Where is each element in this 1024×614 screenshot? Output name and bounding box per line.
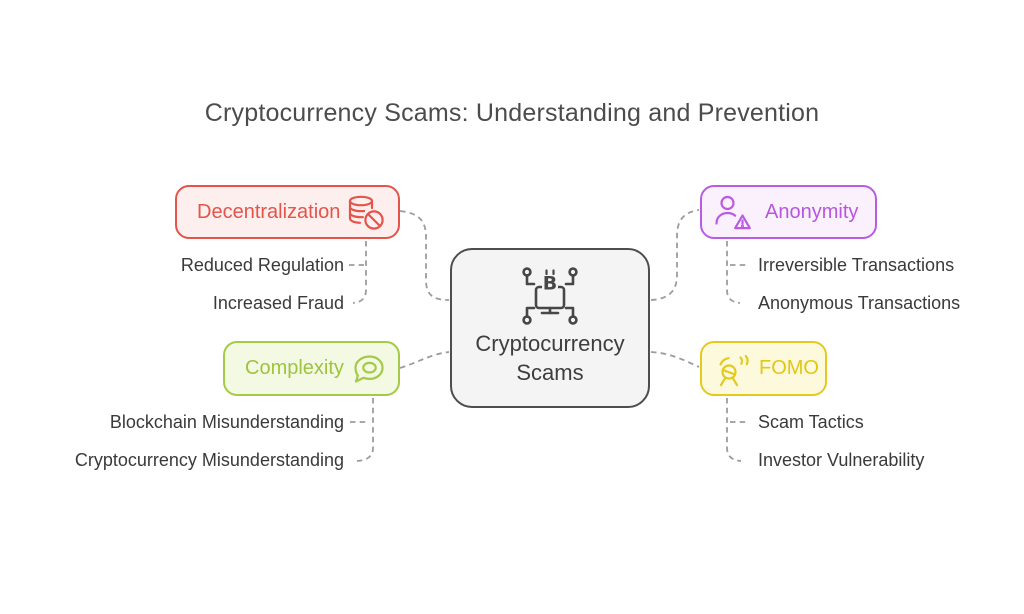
branch-box-complexity: Complexity: [223, 341, 400, 396]
center-node-label-line1: Cryptocurrency: [475, 331, 625, 356]
branch-label-fomo: FOMO: [759, 357, 819, 379]
connector-anonymity-children: [726, 241, 741, 304]
child-label-cryptocurrency-misunderstanding: Cryptocurrency Misunderstanding: [74, 450, 344, 470]
child-label-increased-fraud: Increased Fraud: [212, 293, 344, 313]
speech-bubble-icon: [354, 354, 384, 383]
child-label-blockchain-misunderstanding: Blockchain Misunderstanding: [109, 412, 344, 432]
branch-box-anonymity: Anonymity: [700, 185, 877, 239]
connector-complexity-children: [356, 398, 374, 462]
connector-fomo-children: [726, 398, 742, 462]
branch-label-complexity: Complexity: [245, 357, 344, 379]
branch-box-fomo: FOMO: [700, 341, 827, 396]
bitcoin-network-icon: B: [522, 267, 578, 325]
coins-banned-icon: [348, 195, 384, 230]
child-label-scam-tactics: Scam Tactics: [758, 412, 864, 432]
child-label-irreversible-transactions: Irreversible Transactions: [758, 255, 955, 275]
center-node-label-line2: Scams: [516, 360, 584, 385]
child-label-anonymous-transactions: Anonymous Transactions: [758, 293, 961, 313]
child-label-reduced-regulation: Reduced Regulation: [180, 255, 344, 275]
connector-center-to-anonymity: [650, 209, 700, 301]
diagram-title: Cryptocurrency Scams: Understanding and …: [204, 99, 820, 127]
branch-label-anonymity: Anonymity: [765, 200, 859, 223]
svg-text:B: B: [543, 273, 557, 295]
connector-complexity-to-center: [399, 351, 450, 369]
connector-center-to-fomo: [650, 351, 700, 368]
connector-decentralization-children: [352, 241, 367, 304]
center-node-cryptocurrency-scams: B Cryptocurrency Scams: [450, 248, 650, 408]
megaphone-tripod-icon: [719, 354, 749, 386]
branch-label-decentralization: Decentralization: [197, 200, 341, 223]
connector-decentralization-to-center: [399, 210, 450, 301]
user-warning-icon: [715, 195, 751, 230]
child-label-investor-vulnerability: Investor Vulnerability: [758, 450, 925, 470]
branch-box-decentralization: Decentralization: [175, 185, 400, 239]
